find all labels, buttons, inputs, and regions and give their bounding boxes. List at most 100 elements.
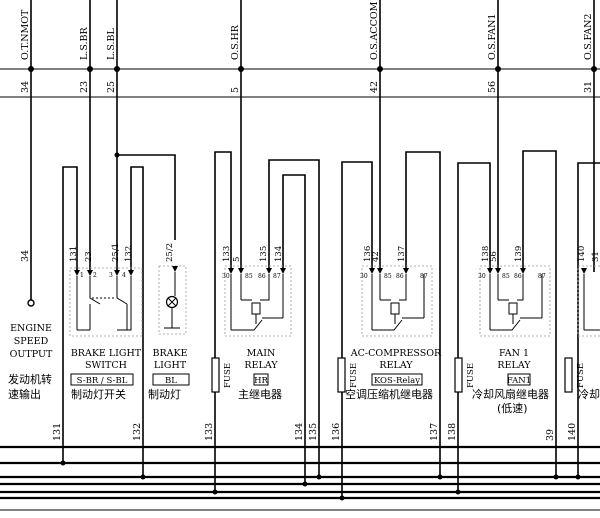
svg-text:SPEED: SPEED [14, 336, 49, 347]
svg-text:ENGINE: ENGINE [10, 323, 52, 334]
svg-text:86: 86 [258, 273, 266, 280]
signal-label: O.S.HR [230, 24, 241, 60]
svg-text:RELAY: RELAY [497, 360, 531, 371]
svg-text:SWITCH: SWITCH [85, 360, 127, 371]
engine-output-terminal [27, 299, 35, 307]
top-signal-6: O.S.FAN2 31 [583, 0, 597, 272]
top-signal-0: O.T.NMOT 34 34 [20, 0, 35, 307]
svg-text:140: 140 [577, 246, 587, 262]
svg-text:LIGHT: LIGHT [154, 360, 187, 371]
bottom-bus [0, 445, 600, 511]
svg-text:25/2: 25/2 [165, 243, 175, 262]
svg-text:131: 131 [52, 423, 63, 441]
top-signal-5: O.S.FAN1 56 [487, 0, 501, 272]
svg-text:30: 30 [360, 273, 368, 280]
svg-text:135: 135 [259, 246, 269, 262]
svg-text:制动灯: 制动灯 [148, 388, 181, 401]
engine-pin: 34 [20, 250, 31, 262]
svg-text:4: 4 [122, 272, 126, 279]
svg-text:S-BR / S-BL: S-BR / S-BL [77, 376, 128, 386]
svg-text:3: 3 [109, 272, 113, 279]
svg-text:RELAY: RELAY [379, 360, 413, 371]
svg-text:FUSE: FUSE [349, 363, 359, 388]
svg-text:FAN 1: FAN 1 [499, 348, 529, 359]
svg-text:56: 56 [489, 251, 499, 262]
fan2-relay-partial: 140 31 冷却 [577, 162, 600, 477]
top-signal-1: L.S.BR 23 [79, 0, 93, 270]
svg-text:MAIN: MAIN [247, 348, 276, 359]
fuse-fan1: FUSE [454, 357, 476, 393]
bottom-wire-numbers: 131 132 133 134 135 136 137 138 39 140 [52, 423, 578, 441]
signal-num: 23 [79, 81, 90, 93]
svg-text:131: 131 [69, 246, 79, 262]
top-signal-4: O.S.ACCOM 42 [369, 0, 383, 272]
signal-label: O.S.FAN2 [583, 14, 594, 60]
fuse-main: FUSE [211, 357, 233, 393]
svg-text:主继电器: 主继电器 [238, 388, 282, 401]
svg-text:138: 138 [447, 423, 458, 441]
svg-text:AC-COMPRESSOR: AC-COMPRESSOR [350, 348, 442, 359]
signal-num: 5 [230, 87, 241, 93]
signal-label: O.S.FAN1 [487, 14, 498, 60]
svg-text:FUSE: FUSE [576, 363, 586, 388]
svg-text:136: 136 [331, 423, 342, 441]
svg-text:140: 140 [567, 423, 578, 441]
svg-text:冷却风扇继电器: 冷却风扇继电器 [472, 387, 549, 401]
svg-text:25/1: 25/1 [111, 243, 121, 262]
svg-text:23: 23 [84, 251, 94, 262]
signal-label: L.S.BR [79, 27, 90, 60]
svg-text:BRAKE LIGHT: BRAKE LIGHT [71, 348, 142, 359]
svg-text:BRAKE: BRAKE [152, 348, 187, 359]
svg-text:2: 2 [93, 272, 97, 279]
svg-text:KOS-Relay: KOS-Relay [374, 376, 420, 386]
relay-coil-icon [390, 302, 400, 315]
svg-text:制动灯开关: 制动灯开关 [71, 387, 126, 401]
svg-text:133: 133 [204, 423, 215, 441]
svg-text:135: 135 [308, 423, 319, 441]
svg-text:139: 139 [514, 246, 524, 262]
signal-num: 42 [369, 81, 380, 93]
svg-text:136: 136 [363, 246, 373, 262]
top-signal-3: O.S.HR 5 [230, 0, 244, 272]
fan1-relay: 138 56 139 30 85 86 87 FAN 1 RELAY FAN1 … [457, 150, 557, 492]
main-relay: 133 5 135 134 30 85 86 87 MAIN RELAY HR … [214, 151, 320, 492]
signal-num: 31 [583, 81, 594, 93]
svg-text:FUSE: FUSE [466, 363, 476, 388]
svg-text:39: 39 [545, 429, 556, 441]
engine-speed-output: ENGINE SPEED OUTPUT 发动机转 速输出 [8, 323, 53, 401]
top-signal-2: L.S.BL 25 [106, 0, 176, 270]
signal-label: L.S.BL [106, 28, 117, 60]
svg-text:发动机转: 发动机转 [8, 372, 52, 386]
brake-light: 25/2 BRAKE LIGHT BL 制动灯 [148, 243, 190, 401]
svg-text:FUSE: FUSE [223, 363, 233, 388]
svg-text:132: 132 [132, 423, 143, 441]
relay-coil-icon [251, 302, 261, 315]
svg-text:86: 86 [396, 273, 404, 280]
svg-text:85: 85 [502, 273, 510, 280]
ac-compressor-relay: 136 42 137 30 85 86 87 AC-COMPRESSOR REL… [341, 151, 442, 498]
svg-text:RELAY: RELAY [244, 360, 278, 371]
svg-text:31: 31 [591, 251, 600, 262]
svg-text:85: 85 [384, 273, 392, 280]
fuse-ac: FUSE [337, 357, 359, 393]
svg-text:BL: BL [165, 376, 177, 386]
svg-text:1: 1 [80, 272, 84, 279]
svg-text:133: 133 [222, 246, 232, 262]
fuse-fan2: FUSE [564, 357, 586, 393]
svg-text:冷却: 冷却 [578, 388, 600, 401]
svg-text:86: 86 [514, 273, 522, 280]
svg-text:138: 138 [481, 246, 491, 262]
svg-text:42: 42 [371, 251, 381, 262]
svg-text:FAN1: FAN1 [507, 376, 531, 386]
svg-text:空调压缩机继电器: 空调压缩机继电器 [345, 387, 433, 401]
brake-light-switch: 131 23 25/1 132 1 2 3 4 BRAKE LIGHT SWIT… [62, 166, 144, 477]
signal-label: O.S.ACCOM [369, 1, 380, 60]
svg-text:137: 137 [429, 423, 440, 441]
svg-text:30: 30 [222, 273, 230, 280]
svg-text:速输出: 速输出 [8, 387, 41, 401]
signal-num: 34 [20, 81, 31, 93]
svg-text:30: 30 [478, 273, 486, 280]
svg-text:132: 132 [124, 246, 134, 262]
svg-text:85: 85 [245, 273, 253, 280]
